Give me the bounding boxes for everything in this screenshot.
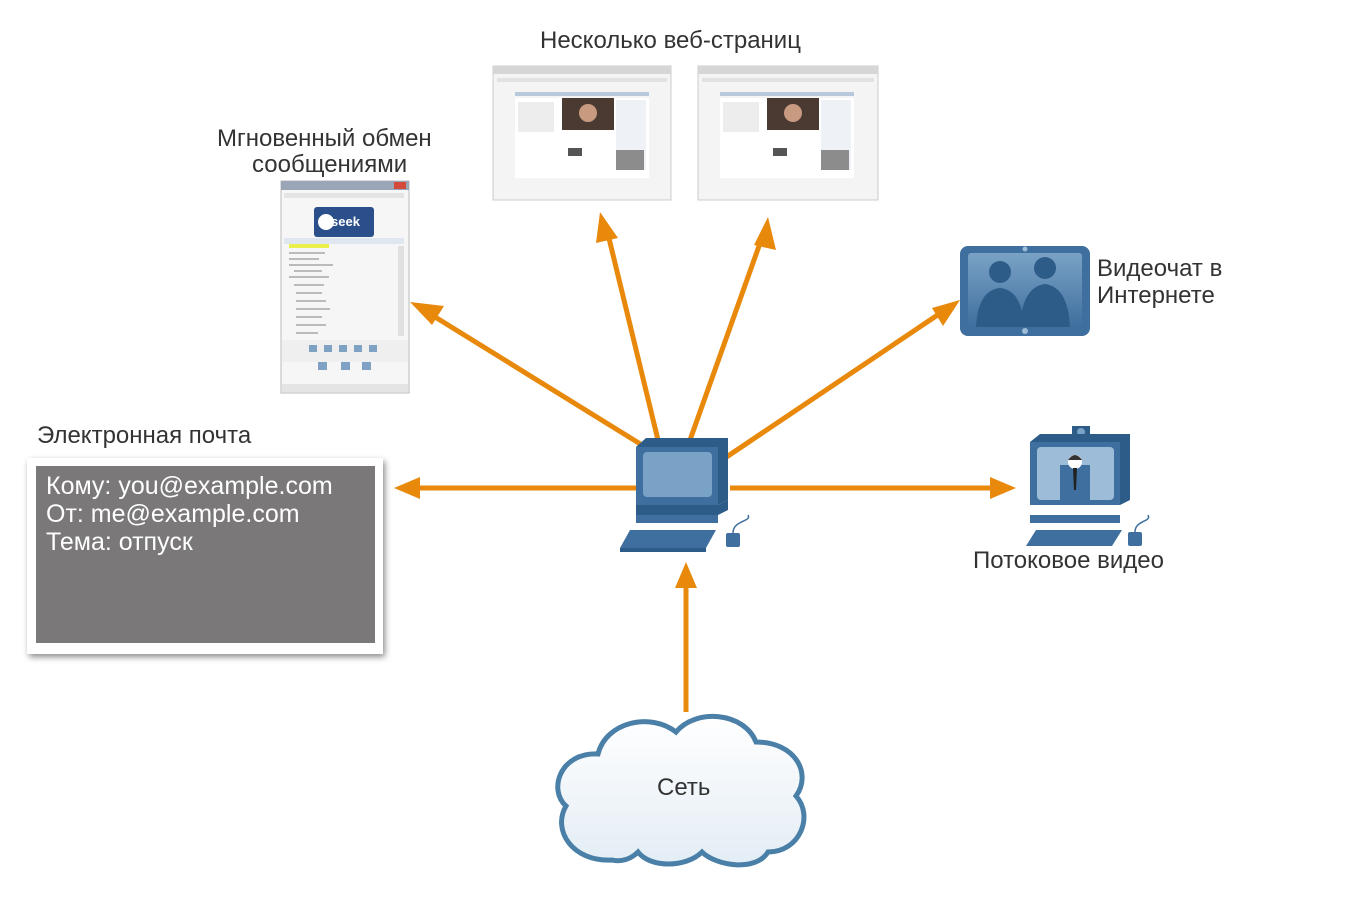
arrowhead-videochat	[932, 300, 960, 326]
network-cloud-icon	[555, 713, 807, 868]
label-email: Электронная почта	[37, 422, 252, 449]
arrow-to-web-page-2	[687, 231, 767, 441]
label-streaming: Потоковое видео	[973, 547, 1164, 574]
email-card	[36, 466, 375, 643]
web-page-2	[697, 65, 879, 201]
label-im-line2: сообщениями	[252, 151, 408, 178]
im-logo-text: seek	[331, 214, 361, 229]
label-videochat-line2: Интернете	[1097, 282, 1215, 309]
connection-arrows	[394, 212, 1016, 712]
im-window: seek	[280, 180, 410, 394]
label-videochat-line1: Видеочат в	[1097, 255, 1223, 282]
arrowhead-im	[410, 302, 444, 325]
label-network: Сеть	[657, 774, 711, 801]
label-im-line1: Мгновенный обмен	[217, 125, 432, 152]
arrow-to-videochat	[723, 307, 947, 461]
email-subject: Тема: отпуск	[46, 528, 193, 556]
streaming-computer-icon	[1026, 426, 1150, 546]
arrow-to-web-page-1	[603, 225, 661, 441]
arrowhead-network	[675, 562, 697, 588]
web-page-1	[492, 65, 672, 201]
email-to: Кому: you@example.com	[46, 472, 333, 500]
arrowhead-email	[394, 477, 420, 499]
videochat-tablet-icon	[960, 246, 1090, 336]
arrow-to-im	[425, 309, 652, 453]
central-computer-icon	[620, 438, 750, 552]
email-from: От: me@example.com	[46, 500, 300, 528]
label-web-pages: Несколько веб-страниц	[540, 27, 801, 54]
arrowhead-web-2	[754, 217, 776, 250]
arrowhead-web-1	[596, 212, 618, 243]
arrowhead-streaming	[990, 477, 1016, 499]
